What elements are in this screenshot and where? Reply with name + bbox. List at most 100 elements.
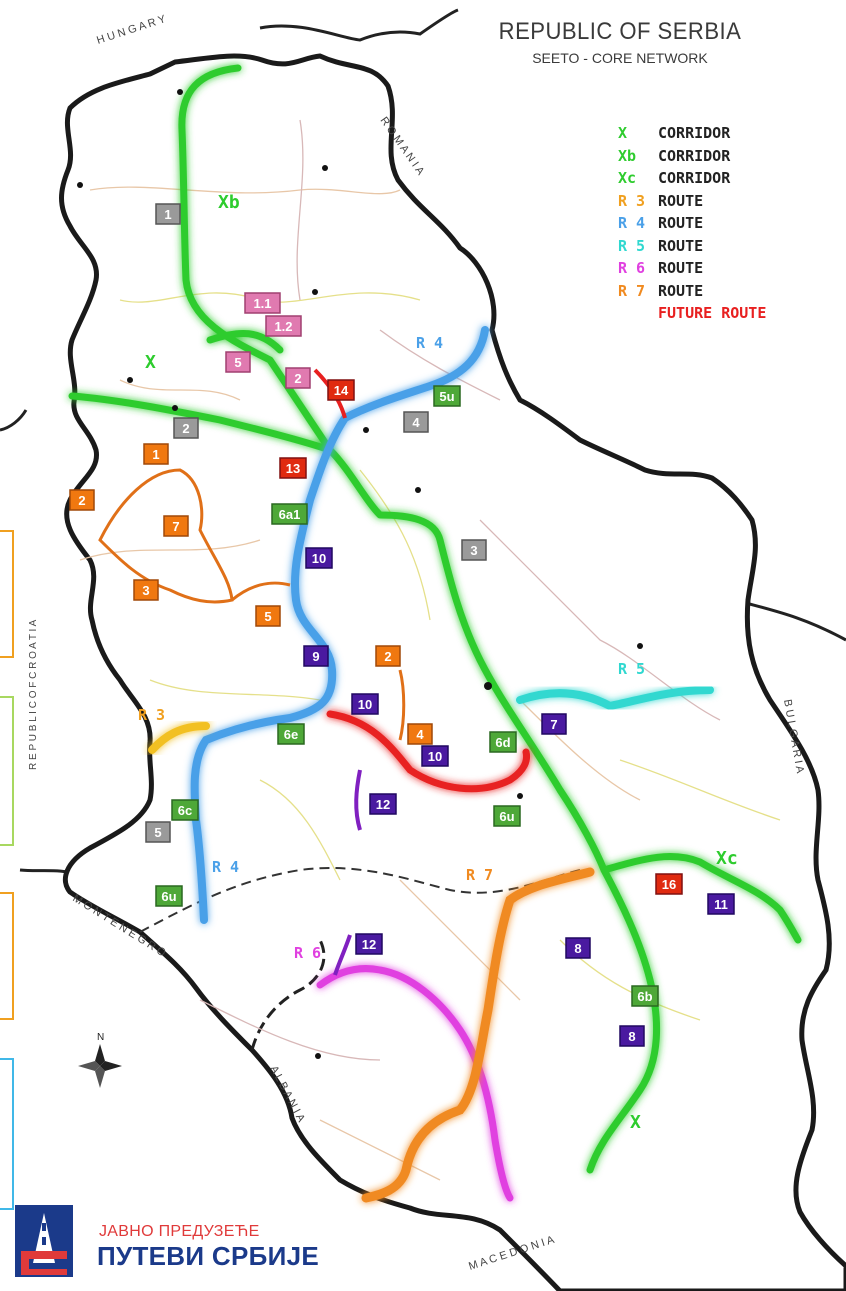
route-marker: 4: [403, 411, 429, 433]
route-marker-box: [369, 793, 397, 815]
corridor-label: X: [630, 1112, 641, 1133]
route-marker: 5: [255, 605, 281, 627]
legend-name: ROUTE: [658, 281, 704, 300]
route-marker: 6d: [489, 731, 517, 753]
legend-row: FUTURE ROUTE: [618, 302, 766, 325]
route-marker: 8: [619, 1025, 645, 1047]
route-marker-label: 6b: [637, 989, 652, 1004]
route-marker-box: [143, 443, 169, 465]
route-marker-label: 5: [234, 355, 241, 370]
route-marker-label: 6a1: [279, 507, 301, 522]
route-marker-label: 2: [78, 493, 85, 508]
legend-code: R 4: [618, 214, 646, 232]
route-marker-label: 2: [384, 649, 391, 664]
route-marker-label: 7: [550, 717, 557, 732]
route-marker: 5u: [433, 385, 461, 407]
route-label: R 4: [416, 334, 443, 352]
route-label: R 4: [212, 858, 239, 876]
route-marker: 6b: [631, 985, 659, 1007]
route-marker: 16: [655, 873, 683, 895]
legend-row: R 6 ROUTE: [618, 257, 766, 280]
kosovo-boundary: [139, 867, 581, 933]
city-dots: [77, 89, 643, 1059]
route-marker-label: 8: [574, 941, 581, 956]
route-marker-label: 6u: [161, 889, 176, 904]
route-marker-label: 10: [312, 551, 326, 566]
route-marker-label: 12: [376, 797, 390, 812]
route-marker: 8: [565, 937, 591, 959]
route-marker: 2: [375, 645, 401, 667]
route-marker: 5: [145, 821, 171, 843]
route-marker-box: [255, 605, 281, 627]
corridor-x-branch: [206, 329, 284, 354]
legend-code: Xb: [618, 146, 637, 165]
corridor-label: Xc: [716, 848, 738, 869]
route-marker: 1.1: [244, 292, 281, 314]
route-marker: 4: [407, 723, 433, 745]
montenegro-boundary: [250, 939, 326, 1051]
route-marker-label: 6c: [178, 803, 192, 818]
route-marker: 10: [305, 547, 333, 569]
map-title: REPUBLIC OF SERBIA: [498, 18, 742, 45]
route-marker-box: [707, 893, 735, 915]
route-label: R 3: [138, 706, 165, 724]
route-marker-label: 12: [362, 937, 376, 952]
route-r3-line: [148, 722, 210, 754]
route-marker-label: 8: [628, 1029, 635, 1044]
title-block: REPUBLIC OF SERBIA SEETO - CORE NETWORK: [470, 18, 770, 66]
route-to-marker-4: [398, 669, 406, 741]
route-marker-box: [619, 1025, 645, 1047]
route-marker-label: 3: [470, 543, 477, 558]
route-marker-box: [375, 645, 401, 667]
route-marker-label: 4: [416, 727, 424, 742]
route-marker-box: [541, 713, 567, 735]
legend-code: R 3: [618, 191, 646, 210]
route-r5-line: [516, 686, 714, 711]
neighbor-border-line: [259, 8, 459, 42]
route-marker-box: [285, 367, 311, 389]
route-marker: 2: [173, 417, 199, 439]
route-marker-box: [163, 515, 189, 537]
side-panel-orange: [0, 530, 14, 658]
route-marker-label: 4: [412, 415, 420, 430]
route-marker-box: [133, 579, 159, 601]
route-marker-box: [655, 873, 683, 895]
route-marker-label: 1: [164, 207, 171, 222]
route-marker-box: [265, 315, 302, 337]
route-marker-label: 13: [286, 461, 300, 476]
route-marker-box: [489, 731, 517, 753]
route-marker-label: 2: [294, 371, 301, 386]
route-marker: 10: [351, 693, 379, 715]
corridor-label: X: [145, 352, 156, 373]
route-r4-line: [190, 326, 489, 924]
route-marker-label: 6u: [499, 809, 514, 824]
route-marker-label: 3: [142, 583, 149, 598]
route-marker: 9: [303, 645, 329, 667]
legend-name: CORRIDOR: [658, 169, 731, 187]
route-marker-box: [155, 885, 183, 907]
side-panel-cyan: [0, 1058, 14, 1210]
route-marker-label: 9: [312, 649, 319, 664]
route-marker: 5: [225, 351, 251, 373]
route-marker: 12: [355, 933, 383, 955]
route-12-south: [333, 934, 352, 976]
route-marker-label: 11: [714, 897, 728, 912]
legend-code: R 6: [618, 259, 646, 277]
route-marker-label: 5u: [439, 389, 454, 404]
route-marker: 1: [143, 443, 169, 465]
route-marker-label: 5: [154, 825, 161, 840]
route-marker: 6e: [277, 723, 305, 745]
corridor-xc-line: [600, 853, 802, 944]
route-marker-box: [355, 933, 383, 955]
legend-name: ROUTE: [658, 259, 704, 277]
route-marker-box: [225, 351, 251, 373]
route-r7-line: [361, 867, 595, 1203]
route-marker-box: [145, 821, 171, 843]
route-marker: 6u: [155, 885, 183, 907]
route-marker: 14: [327, 379, 355, 401]
route-marker-box: [305, 547, 333, 569]
